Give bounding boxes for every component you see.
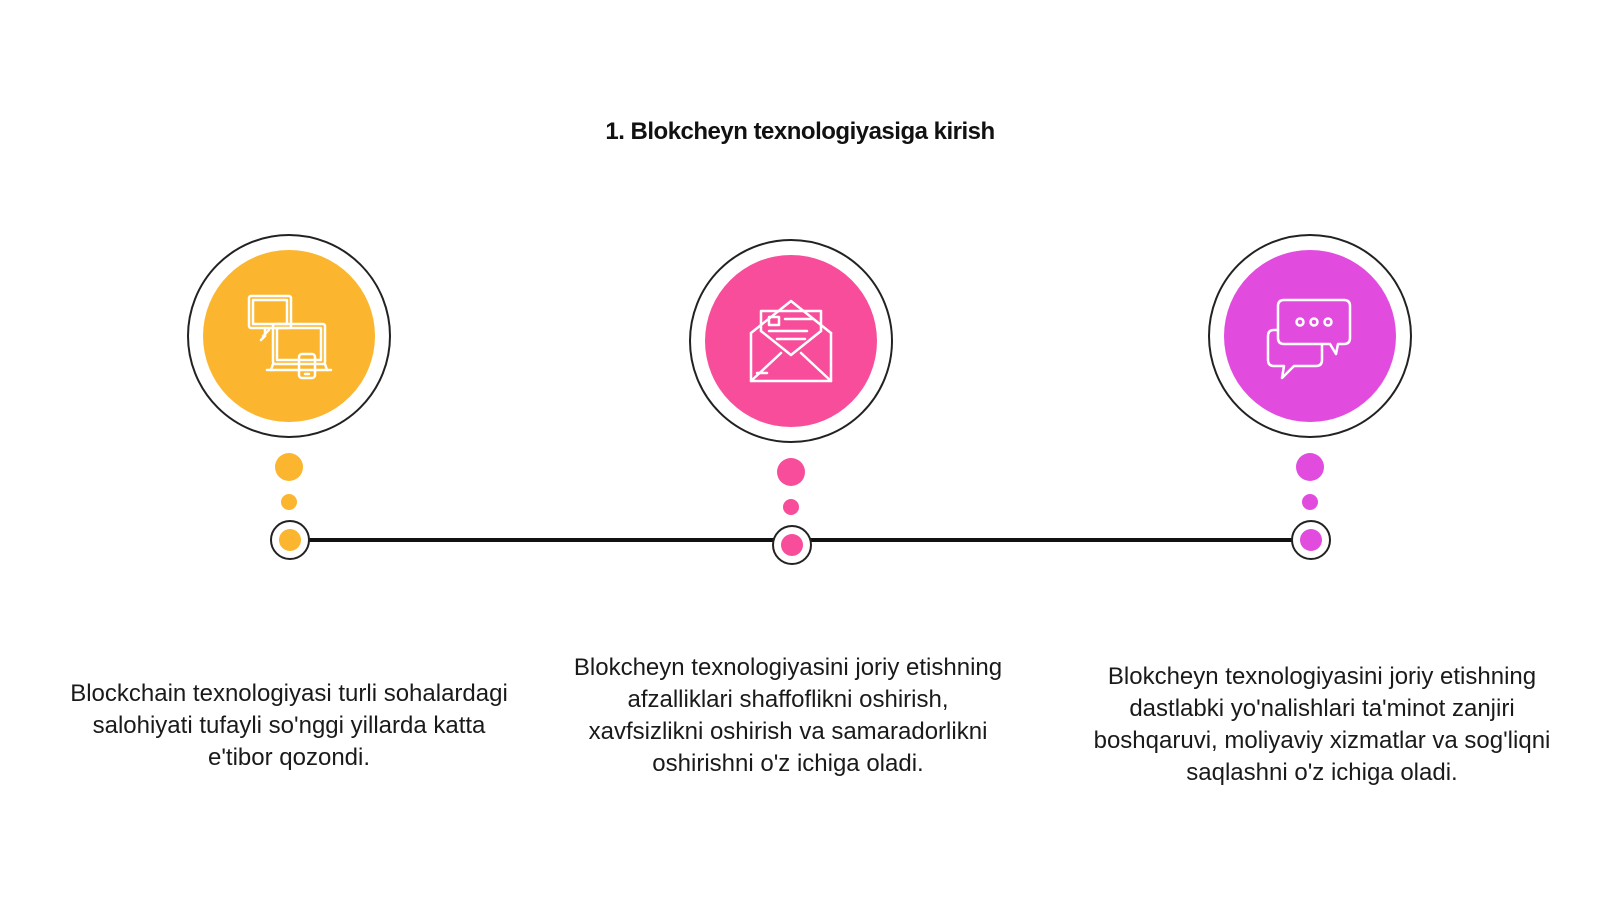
step-3-icon-circle bbox=[1224, 250, 1396, 422]
step-1-timeline-node-fill bbox=[279, 529, 301, 551]
devices-icon bbox=[247, 294, 333, 380]
step-2-icon-circle bbox=[705, 255, 877, 427]
step-3-icon-ring bbox=[1208, 234, 1412, 438]
step-1-connector-dot-small bbox=[281, 494, 297, 510]
step-2-connector-dot-large bbox=[777, 458, 805, 486]
step-1-description: Blockchain texnologiyasi turli sohalarda… bbox=[70, 680, 508, 771]
step-3-timeline-node bbox=[1291, 520, 1331, 560]
step-2-timeline-node bbox=[772, 525, 812, 565]
envelope-letter-icon bbox=[749, 299, 833, 383]
step-2-timeline-node-fill bbox=[781, 534, 803, 556]
page-title: 1. Blokcheyn texnologiyasiga kirish bbox=[605, 118, 995, 145]
step-3-description: Blokcheyn texnologiyasini joriy etishnin… bbox=[1093, 663, 1551, 786]
step-3-timeline-node-fill bbox=[1300, 529, 1322, 551]
chat-bubbles-icon bbox=[1266, 298, 1352, 380]
step-1-icon-circle bbox=[203, 250, 375, 422]
step-2-icon-ring bbox=[689, 239, 893, 443]
step-1-connector-dot-large bbox=[275, 453, 303, 481]
step-2-connector-dot-small bbox=[783, 499, 799, 515]
step-3-connector-dot-small bbox=[1302, 494, 1318, 510]
step-3-connector-dot-large bbox=[1296, 453, 1324, 481]
step-2-description: Blokcheyn texnologiyasini joriy etishnin… bbox=[573, 654, 1003, 777]
step-1-timeline-node bbox=[270, 520, 310, 560]
step-1-icon-ring bbox=[187, 234, 391, 438]
